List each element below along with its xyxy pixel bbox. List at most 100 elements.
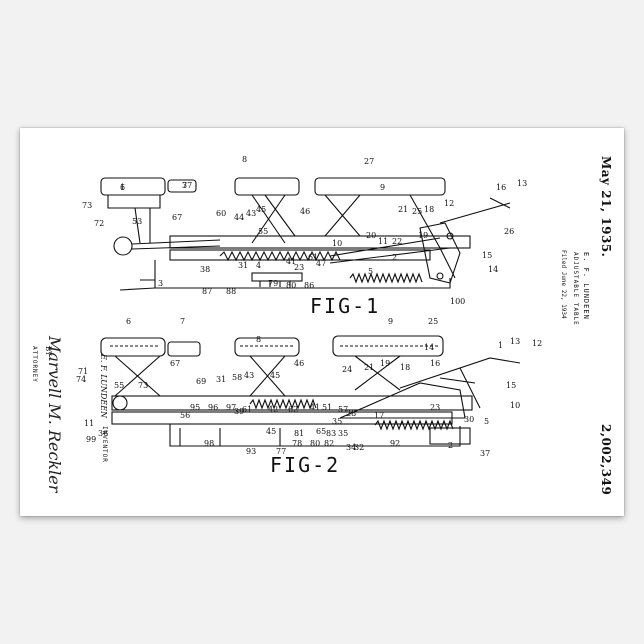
fig2-ref-number: 71 xyxy=(78,367,89,376)
fig2-ref-number: 8 xyxy=(256,335,262,344)
fig2-ref-number: 35 xyxy=(338,429,349,438)
fig1-ref-number: 79 xyxy=(268,279,279,288)
fig2-label: FIG-2 xyxy=(270,453,341,477)
fig1-ref-number: 19 xyxy=(418,231,429,240)
fig1-ref-number: 38 xyxy=(200,265,211,274)
fig2-ref-number: 97 xyxy=(226,403,237,412)
fig2-ref-number: 42 xyxy=(268,405,279,414)
fig2-ref-number: 81 xyxy=(294,429,305,438)
fig2-ref-number: 25 xyxy=(428,317,439,326)
fig2-ref-number: 13 xyxy=(510,337,521,346)
fig1-ref-number: 3 xyxy=(158,279,164,288)
fig2-ref-number: 23 xyxy=(430,403,441,412)
fig1-ref-number: 25 xyxy=(412,207,423,216)
fig1-ref-number: 15 xyxy=(482,251,493,260)
attorney-label: ATTORNEY xyxy=(31,346,38,383)
fig1-ref-number: 26 xyxy=(504,227,515,236)
inventor-name: E. F. LUNDEEN xyxy=(582,252,590,320)
fig1-knob xyxy=(113,236,133,256)
fig1-ref-number: 73 xyxy=(82,201,93,210)
fig1-ref-number: 4 xyxy=(256,261,262,270)
fig1-ref-number: 87 xyxy=(202,287,213,296)
fig1-middle-cushion xyxy=(234,177,300,196)
fig2-ref-number: 19 xyxy=(380,359,391,368)
fig2-ref-number: 46 xyxy=(294,359,305,368)
patent-title: ADJUSTABLE TABLE xyxy=(572,252,579,326)
fig2-ref-number: 7 xyxy=(180,317,186,326)
fig2-head-cushion xyxy=(100,337,166,357)
fig2-ref-number: 30 xyxy=(464,415,475,424)
fig1-ref-number: 31 xyxy=(238,261,249,270)
fig1-ref-number: 60 xyxy=(216,209,227,218)
fig2-ref-number: 82 xyxy=(324,439,335,448)
patent-number: 2,002,349 xyxy=(599,424,613,496)
fig2-ref-number: 34 xyxy=(346,443,357,452)
fig2-ref-number: 6 xyxy=(126,317,132,326)
fig1-ref-number: 18 xyxy=(424,205,435,214)
fig2-ref-number: 77 xyxy=(276,447,287,456)
fig2-ref-number: 78 xyxy=(292,439,303,448)
patent-poster: May 21, 1935. 2,002,349 E. F. LUNDEEN AD… xyxy=(20,128,624,516)
fig1-ref-number: 41 xyxy=(286,257,297,266)
fig2-ref-number: 55 xyxy=(114,381,125,390)
fig1-ref-number: 23 xyxy=(294,263,305,272)
fig1-ref-number: 27 xyxy=(364,157,375,166)
fig2-ref-number: 56 xyxy=(180,411,191,420)
fig1-ref-number: 20 xyxy=(366,231,377,240)
fig1-ref-number: 1 xyxy=(120,183,126,192)
patent-drawing xyxy=(100,177,521,447)
fig2-ref-number: 92 xyxy=(390,439,401,448)
fig2-ref-number: 17 xyxy=(374,411,385,420)
fig2-ref-number: 74 xyxy=(76,375,87,384)
fig1-ref-number: 86 xyxy=(304,281,315,290)
fig2-ref-number: 58 xyxy=(232,373,243,382)
fig2-ref-number: 80 xyxy=(310,439,321,448)
fig2-ref-number: 62 xyxy=(288,405,299,414)
fig2-ref-number: 69 xyxy=(196,377,207,386)
fig2-middle-cushion xyxy=(234,337,300,357)
fig2-ref-number: 21 xyxy=(364,363,375,372)
fig2-ref-number: 14 xyxy=(424,343,435,352)
fig1-ref-number: 80 xyxy=(286,281,297,290)
attorney-signature: Marvell M. Reckler xyxy=(45,336,64,493)
fig2-ref-number: 36 xyxy=(98,429,109,438)
fig2-ref-number: 51 xyxy=(322,403,333,412)
fig1-ref-number: 47 xyxy=(316,259,327,268)
fig2-ref-number: 11 xyxy=(84,419,95,428)
fig1-ref-number: 46 xyxy=(300,207,311,216)
fig1-ref-number: 14 xyxy=(488,265,499,274)
fig2-ref-number: 37 xyxy=(480,449,491,458)
fig1-ref-number: 100 xyxy=(450,297,466,306)
fig2-ref-number: 67 xyxy=(170,359,181,368)
fig2-ref-number: 16 xyxy=(430,359,441,368)
fig2-ref-number: 2 xyxy=(448,441,454,450)
fig2-ref-number: 5 xyxy=(484,417,490,426)
fig1-ref-number: 72 xyxy=(94,219,105,228)
fig2-ref-number: 83 xyxy=(326,429,337,438)
fig2-ref-number: 9 xyxy=(388,317,394,326)
fig2-ref-number: 32 xyxy=(354,443,365,452)
fig2-ref-number: 73 xyxy=(138,381,149,390)
fig1-ref-number: 67 xyxy=(172,213,183,222)
fig1-ref-number: 37 xyxy=(182,181,193,190)
fig2-ref-number: 45 xyxy=(270,371,281,380)
fig2-ref-number: 35 xyxy=(332,417,343,426)
fig2-ref-number: 99 xyxy=(86,435,97,444)
fig2-ref-number: 18 xyxy=(400,363,411,372)
fig2-ref-number: 15 xyxy=(506,381,517,390)
fig1-ref-number: 88 xyxy=(226,287,237,296)
fig1-ref-number: 45 xyxy=(256,205,267,214)
fig1-long-cushion xyxy=(314,177,446,196)
fig1-ref-number: 9 xyxy=(380,183,386,192)
fig2-main-frame xyxy=(111,395,473,411)
fig1-ref-number: 12 xyxy=(444,199,455,208)
fig2-ref-number: 31 xyxy=(216,375,227,384)
fig2-ref-number: 98 xyxy=(204,439,215,448)
fig2-ref-number: 10 xyxy=(510,401,521,410)
fig1-ref-number: 43 xyxy=(246,209,257,218)
fig1-ref-number: 13 xyxy=(517,179,528,188)
fig1-ref-number: 10 xyxy=(332,239,343,248)
fig1-ref-number: 6 xyxy=(120,183,126,192)
fig1-label: FIG-1 xyxy=(310,294,381,318)
fig2-ref-number: 65 xyxy=(316,427,327,436)
